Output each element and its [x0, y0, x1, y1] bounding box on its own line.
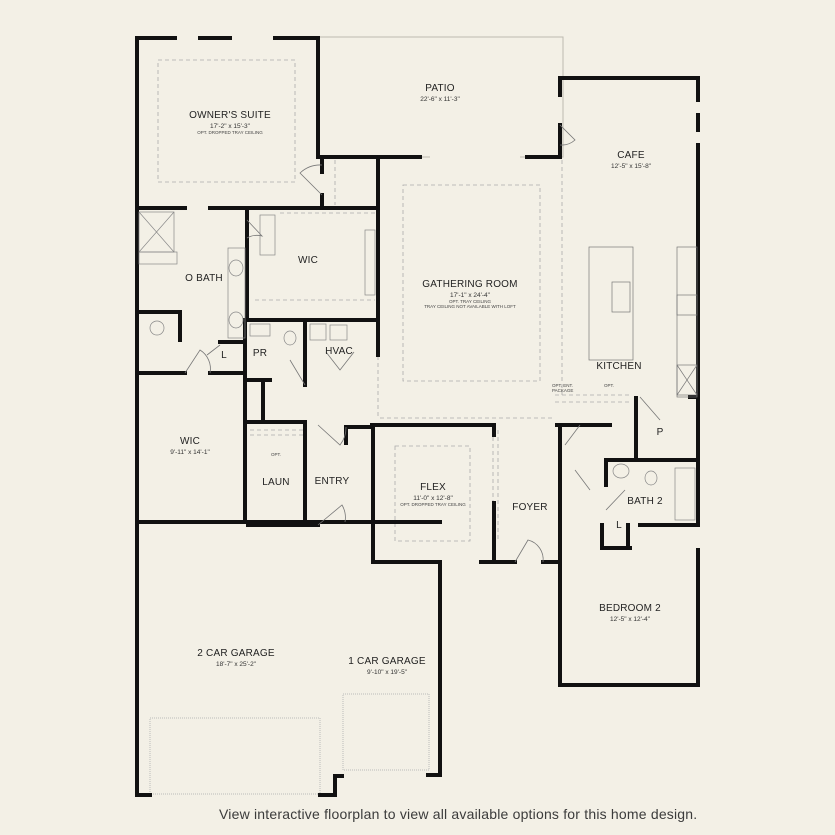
room-name: WIC: [179, 436, 201, 447]
room-laundry: LAUN: [262, 477, 289, 489]
room-name: BEDROOM 2: [599, 603, 661, 614]
kitchen-ent-package-note: OPT. ENT. PACKAGE: [552, 383, 574, 393]
room-name: LAUN: [262, 477, 290, 488]
room-dimensions: 9'-11" x 14'-1": [170, 448, 210, 456]
kitchen-opt-note: OPT.: [604, 383, 615, 388]
laun-opt-note: OPT.: [271, 452, 282, 457]
room-name: FLEX: [420, 482, 446, 493]
room-name: PATIO: [425, 83, 455, 94]
walls: [135, 36, 700, 797]
room-note: OPT. TRAY CEILING: [448, 298, 491, 304]
room-dimensions: 12'-5" x 15'-8": [611, 162, 651, 170]
interactive-floorplan-link[interactable]: View interactive floorplan to view all a…: [219, 806, 698, 822]
room-note: OPT. DROPPED TRAY CEILING: [197, 129, 263, 135]
room-flex: FLEX 11'-0" x 12'-8" OPT. DROPPED TRAY C…: [400, 482, 466, 507]
room-name: FOYER: [512, 502, 548, 513]
room-dimensions: 17'-1" x 24'-4": [450, 291, 490, 299]
room-name: CAFE: [617, 150, 645, 161]
room-o-bath: O BATH: [185, 273, 223, 285]
door-swings: [184, 124, 661, 563]
windows: [430, 102, 700, 159]
room-wic-upper: WIC: [298, 255, 318, 267]
room-dimensions: 22'-6" x 11'-3": [420, 95, 460, 103]
room-kitchen: KITCHEN: [596, 361, 641, 373]
room-owners-suite: OWNER'S SUITE 17'-2" x 15'-3" OPT. DROPP…: [189, 110, 271, 135]
room-wic-lower: WIC 9'-11" x 14'-1": [170, 436, 210, 456]
room-dimensions: 18'-7" x 25'-2": [216, 660, 256, 668]
garage-door-outlines: [149, 693, 430, 795]
room-dimensions: 17'-2" x 15'-3": [210, 122, 250, 130]
room-linen-owner: L: [221, 350, 227, 362]
room-linen-bath2: L: [616, 520, 622, 532]
room-bedroom-2: BEDROOM 2 12'-5" x 12'-4": [599, 603, 661, 623]
room-name: PR: [252, 348, 268, 359]
room-name: GATHERING ROOM: [422, 279, 518, 290]
room-note: OPT. DROPPED TRAY CEILING: [400, 501, 466, 507]
room-dimensions: 12'-5" x 12'-4": [610, 615, 650, 623]
room-name: 1 CAR GARAGE: [348, 656, 426, 667]
room-entry: ENTRY: [315, 476, 350, 488]
room-dimensions: 11'-0" x 12'-8": [413, 494, 453, 502]
room-name: KITCHEN: [596, 361, 642, 372]
room-name: BATH 2: [627, 496, 663, 507]
bath-fixtures: [138, 211, 696, 521]
room-cafe: CAFE 12'-5" x 15'-8": [611, 150, 651, 170]
room-dimensions: 9'-10" x 19'-5": [367, 668, 407, 676]
room-foyer: FOYER: [512, 502, 547, 514]
room-note-secondary: TRAY CEILING NOT AVAILABLE WITH LOFT: [424, 304, 516, 310]
room-bath-2: BATH 2: [627, 496, 662, 508]
room-hvac: HVAC: [325, 346, 353, 358]
room-name: ENTRY: [314, 476, 350, 487]
room-name: O BATH: [185, 273, 223, 284]
room-name: P: [656, 427, 664, 438]
room-2-car-garage: 2 CAR GARAGE 18'-7" x 25'-2": [197, 648, 274, 668]
room-gathering-room: GATHERING ROOM 17'-1" x 24'-4" OPT. TRAY…: [422, 279, 517, 309]
room-name: WIC: [297, 255, 319, 266]
room-1-car-garage: 1 CAR GARAGE 9'-10" x 19'-5": [348, 656, 425, 676]
room-name: L: [616, 520, 622, 531]
room-name: 2 CAR GARAGE: [197, 648, 275, 659]
kitchen-fixtures: [588, 246, 698, 398]
room-name: OWNER'S SUITE: [189, 110, 271, 121]
room-pantry: P: [657, 427, 664, 439]
room-pr: PR: [253, 348, 267, 360]
room-name: HVAC: [325, 346, 353, 357]
room-patio: PATIO 22'-6" x 11'-3": [420, 83, 460, 103]
room-name: L: [221, 350, 227, 361]
